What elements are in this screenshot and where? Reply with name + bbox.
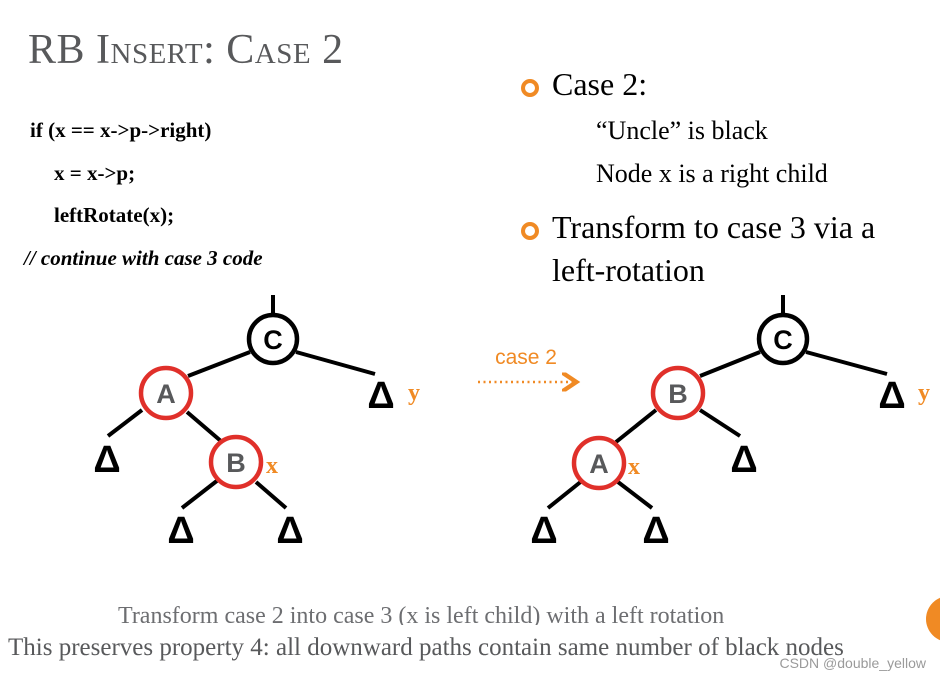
node-c-left [246,312,300,366]
node-b-right [650,365,706,421]
x-label-left: x [266,453,278,479]
bullet-icon [521,222,539,240]
code-comment: // continue with case 3 code [24,246,263,270]
node-c-left-label: C [263,325,283,355]
bullet-case2: Case 2: [552,66,648,102]
bullet-transform-line1: Transform to case 3 via a [552,209,876,245]
y-label-left: y [408,380,420,406]
node-a-right-label: A [589,449,609,479]
code-line-if: if (x == x->p->right) [30,118,212,142]
node-c-right-label: C [773,325,793,355]
y-label-right: y [918,380,930,406]
x-label-right: x [628,454,640,480]
subtree-triangle: Δ [167,510,194,552]
node-a-right [571,435,627,491]
slide-title: RB Insert: Case 2 [28,27,344,73]
node-c-right [756,312,810,366]
subtree-triangle: Δ [642,510,669,552]
node-a-left-label: A [156,379,176,409]
subtree-triangle: Δ [530,510,557,552]
bullet-icon [521,79,539,97]
corner-decoration [926,596,940,642]
watermark: CSDN @double_yellow [779,655,926,671]
node-a-left [138,365,194,421]
subtree-triangle: Δ [367,375,394,417]
code-line-rotate: leftRotate(x); [54,203,175,227]
caption-transform: Transform case 2 into case 3 (x is left … [118,603,725,625]
sub-uncle-black: “Uncle” is black [596,116,768,145]
subtree-triangle: Δ [93,439,120,481]
code-line-assign: x = x->p; [54,161,136,185]
subtree-triangle: Δ [878,375,905,417]
subtree-triangle: Δ [730,439,757,481]
subtree-triangle: Δ [276,510,303,552]
node-b-right-label: B [668,379,688,409]
bullet-transform-line2: left-rotation [552,252,705,288]
sub-right-child: Node x is a right child [596,159,828,188]
node-b-left-label: B [226,448,246,478]
caption-property: This preserves property 4: all downward … [8,634,844,661]
node-b-left [208,434,264,490]
arrow-label: case 2 [495,346,557,369]
